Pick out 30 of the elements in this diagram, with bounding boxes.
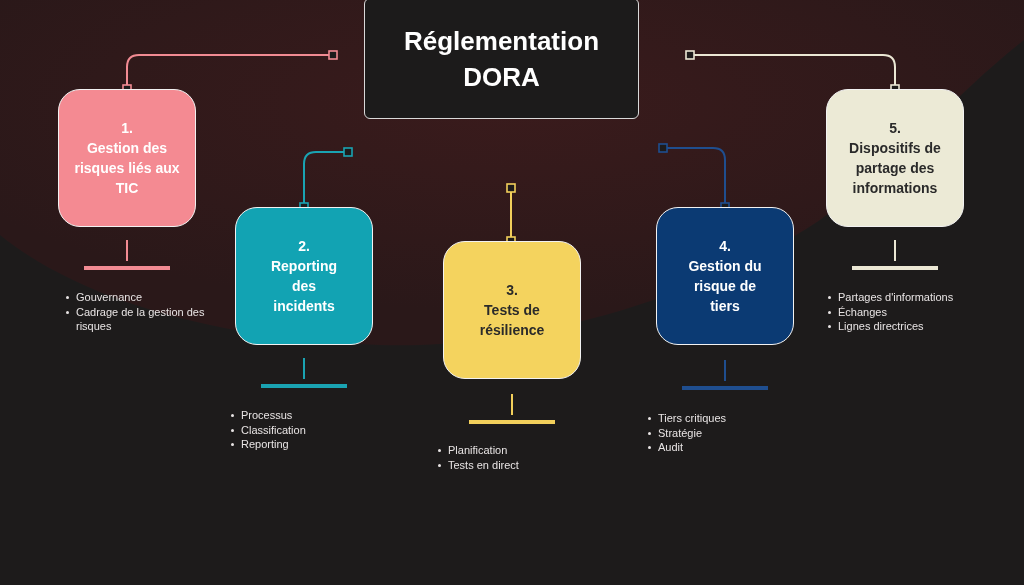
bullet-item: Reporting — [241, 437, 289, 452]
bullet-item: Planification — [448, 443, 508, 458]
topic-card — [443, 241, 581, 379]
topic-card — [235, 207, 373, 345]
bullet-item: Lignes directrices — [838, 319, 924, 334]
topic-card — [656, 207, 794, 345]
topic-number: 1. — [120, 119, 134, 138]
topic-number: 2. — [297, 237, 311, 256]
bullet-item: Gouvernance — [76, 290, 143, 305]
node-label: Réglementation DORA — [403, 24, 600, 94]
topic-card — [826, 89, 964, 227]
topic-card — [58, 89, 196, 227]
title-box — [364, 0, 639, 119]
bullet-item: Audit — [658, 440, 684, 455]
topic-title: Dispositifs de partage des informations — [848, 139, 942, 198]
topic-title: Gestion du risque de tiers — [687, 257, 763, 316]
bullet-item: Classification — [241, 422, 306, 437]
bullet-item: Tests en direct — [448, 457, 519, 472]
bullet-item: Partages d'informations — [838, 290, 954, 305]
topic-number: 4. — [718, 237, 732, 256]
bullet-item: Stratégie — [658, 425, 703, 440]
bullet-item: Processus — [241, 408, 293, 423]
bullet-item: Tiers critiques — [658, 411, 727, 426]
bullet-item: Échanges — [838, 304, 887, 319]
bullet-item: Cadrage de la gestion des risques — [76, 304, 206, 334]
topic-title: Reporting des incidents — [269, 257, 339, 316]
topic-number: 3. — [505, 281, 519, 300]
topic-title: Tests de résilience — [478, 301, 546, 340]
topic-title: Gestion des risques liés aux TIC — [73, 139, 181, 198]
topic-number: 5. — [888, 119, 902, 138]
